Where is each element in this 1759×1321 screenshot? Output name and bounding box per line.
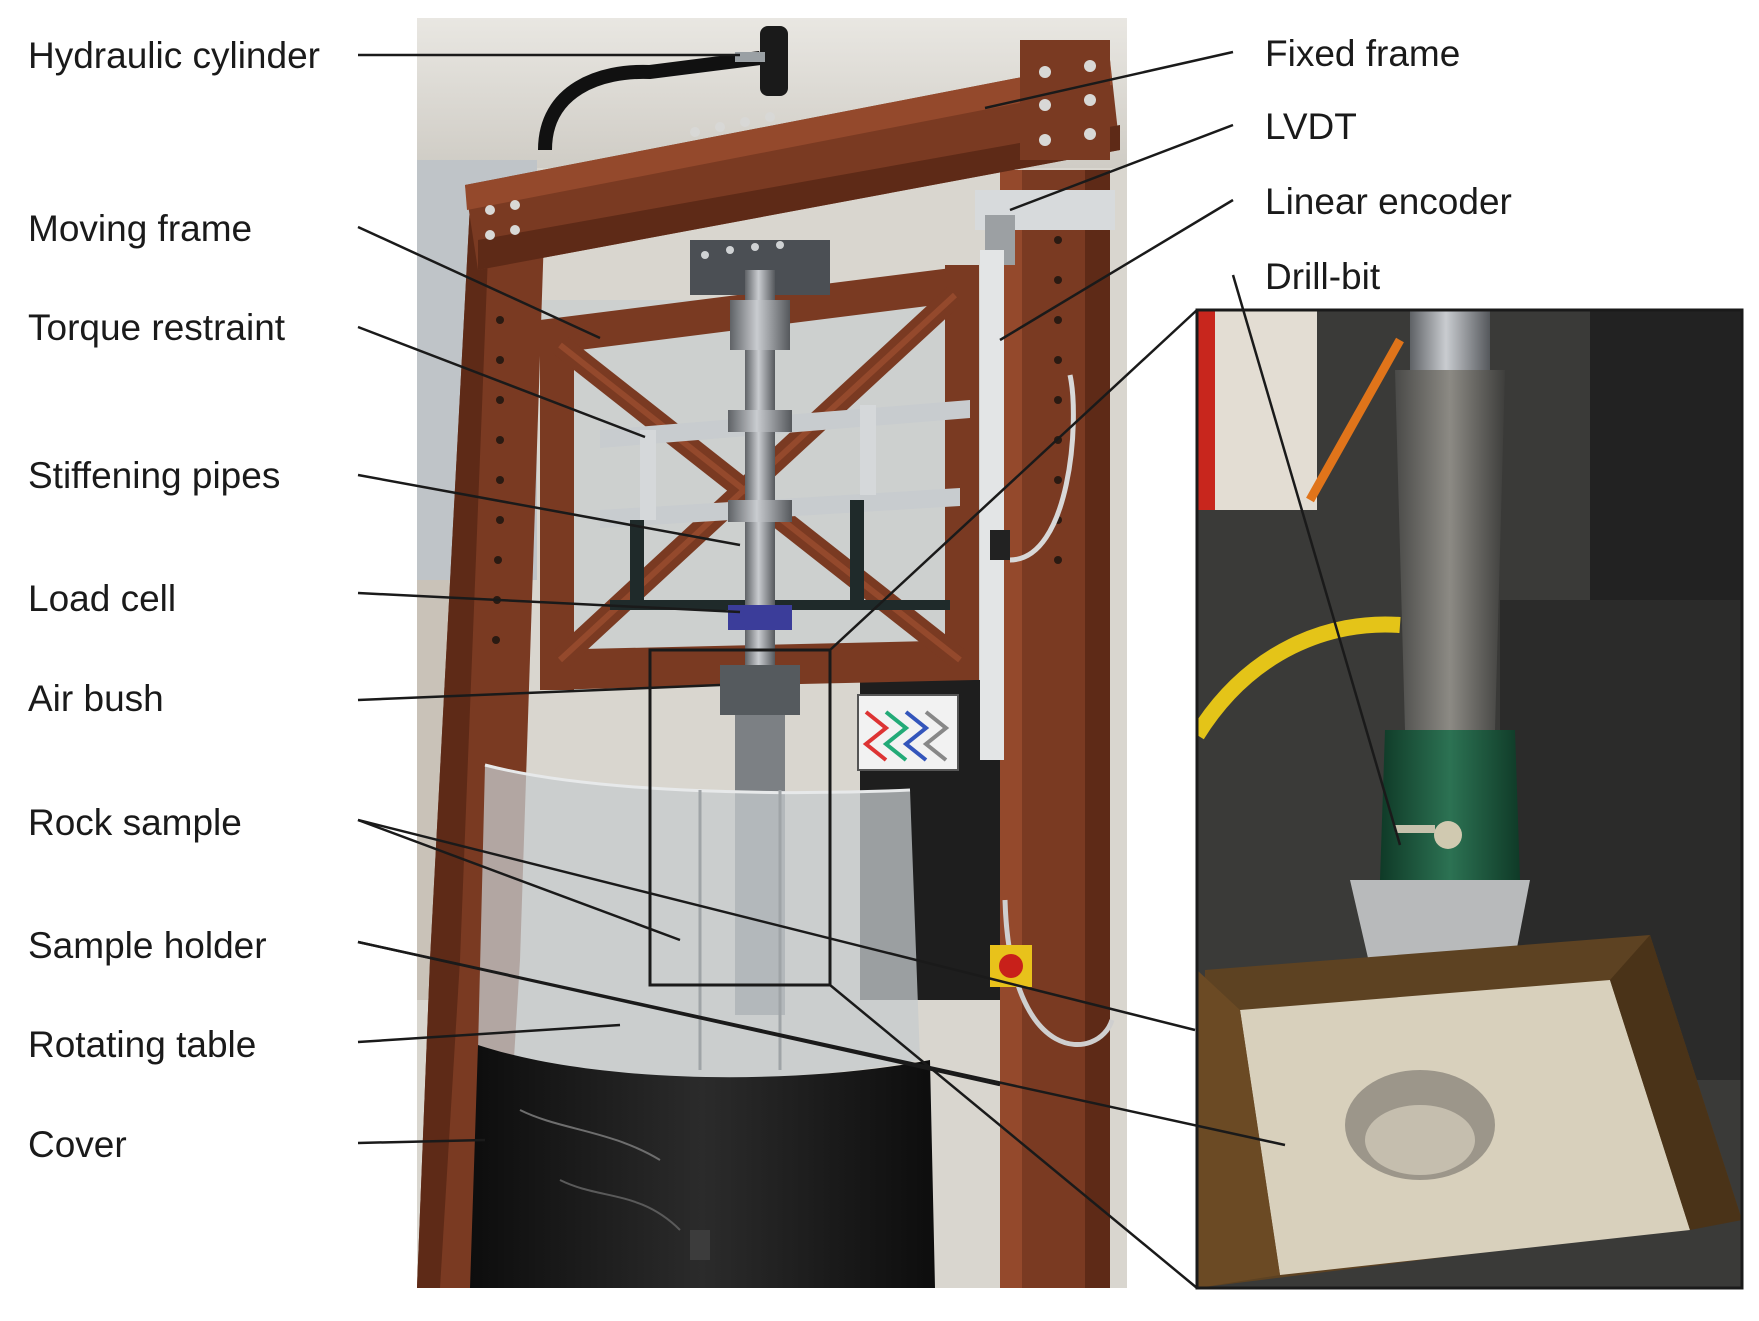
inset-region-marker [648,648,832,987]
sample-holder-art [478,763,920,1078]
label-linear-encoder: Linear encoder [1265,181,1512,222]
label-rotating-table: Rotating table [28,1024,257,1065]
label-fixed-frame: Fixed frame [1265,33,1461,74]
label-sample-holder: Sample holder [28,925,267,966]
label-torque-restraint: Torque restraint [28,307,286,348]
label-drill-bit: Drill-bit [1265,256,1381,297]
label-cover: Cover [28,1124,127,1165]
inset-connector-lines [829,309,1198,1289]
label-hydraulic-cylinder: Hydraulic cylinder [28,35,320,76]
label-moving-frame: Moving frame [28,208,253,249]
label-rock-sample: Rock sample [28,802,242,843]
emergency-stop-icon [990,945,1032,987]
linear-encoder-art [975,190,1115,1047]
main-photo [417,18,1127,1288]
label-stiffening-pipes: Stiffening pipes [28,455,281,496]
label-air-bush: Air bush [28,678,164,719]
cover-art [470,1045,935,1288]
hydraulic-cylinder-art [538,26,788,151]
zigzag-logo-icon [857,694,959,771]
inset-photo [1195,308,1744,1290]
fixed-frame-beam [465,40,1120,270]
label-lvdt: LVDT [1265,106,1357,147]
leader-lines [357,50,1402,1147]
label-load-cell: Load cell [28,578,177,619]
